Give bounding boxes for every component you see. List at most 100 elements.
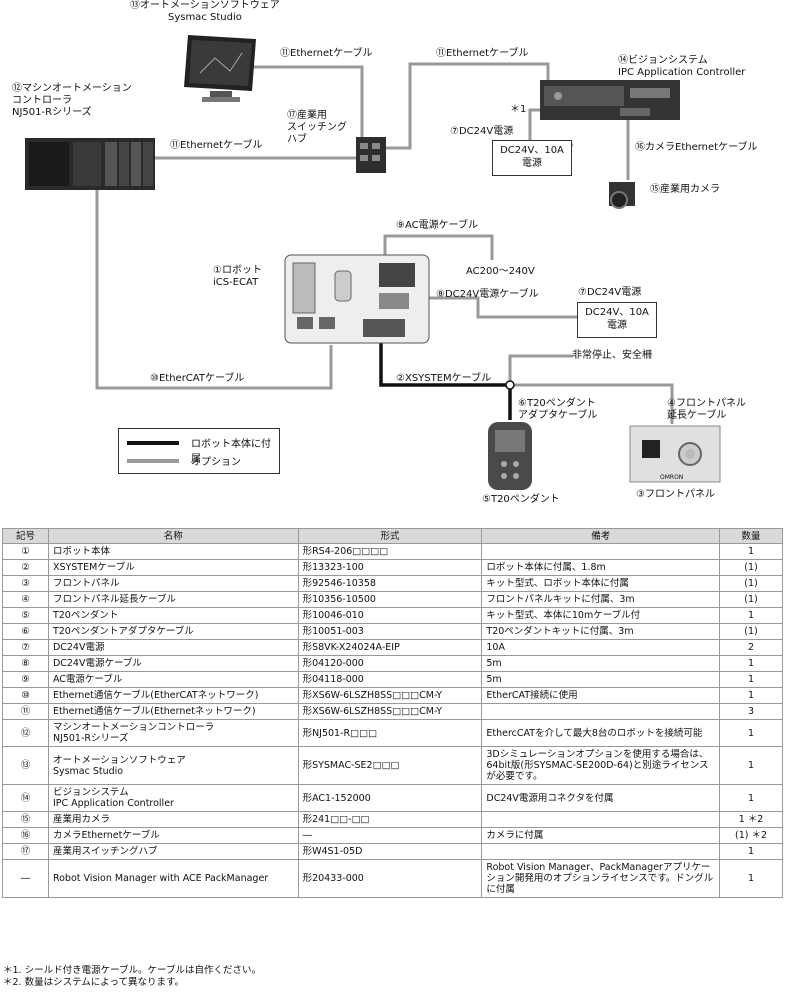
cell-model: 形NJ501-R□□□: [297, 719, 483, 747]
vision-label: ⑭ビジョンシステム IPC Application Controller: [618, 55, 746, 78]
dc24-power-box-1: DC24V、10A 電源: [492, 140, 572, 176]
cell-symbol: ②: [2, 559, 49, 576]
cell-model: ―: [297, 827, 483, 844]
cell-remarks: [481, 811, 721, 828]
t20-pendant: [482, 418, 538, 494]
front-panel-label: ③フロントパネル: [636, 489, 715, 500]
cell-symbol: ⑰: [2, 843, 49, 860]
sysmac-studio-monitor: [180, 33, 260, 105]
cell-name: ロボット本体: [47, 543, 299, 560]
cell-remarks: ロボット本体に付属、1.8m: [481, 559, 721, 576]
table-header-row: 記号 名称 形式 備考 数量: [2, 528, 783, 544]
t20-label: ⑤T20ペンダント: [482, 494, 560, 505]
cell-name: オートメーションソフトウェア Sysmac Studio: [47, 746, 299, 785]
cell-name: DC24V電源ケーブル: [47, 655, 299, 672]
table-row: ―Robot Vision Manager with ACE PackManag…: [2, 859, 783, 898]
cell-name: T20ペンダント: [47, 607, 299, 624]
cell-remarks: カメラに付属: [481, 827, 721, 844]
t20-adapter-label: ⑥T20ペンダント アダプタケーブル: [518, 398, 598, 421]
legend-option-label: オプション: [191, 457, 241, 468]
legend-included-swatch: [127, 441, 179, 445]
footnote-1: ＊1. シールド付き電源ケーブル。ケーブルは自作ください。: [3, 965, 261, 976]
cell-name: 産業用カメラ: [47, 811, 299, 828]
dc24-vision-label: ⑦DC24V電源: [450, 126, 514, 137]
nj501-controller: [25, 132, 160, 194]
studio-label: ⑬オートメーションソフトウェア Sysmac Studio: [130, 0, 280, 23]
cell-name: Ethernet通信ケーブル(Ethernetネットワーク): [47, 703, 299, 720]
cell-quantity: 1 ＊2: [719, 811, 783, 828]
cell-model: 形AC1-152000: [297, 784, 483, 812]
robot-controller: [283, 253, 431, 345]
cell-quantity: (1): [719, 623, 783, 640]
footnote-2: ＊2. 数量はシステムによって異なります。: [3, 977, 185, 988]
front-ext-label: ④フロントパネル 延長ケーブル: [667, 398, 746, 421]
cell-remarks: T20ペンダントキットに付属、3m: [481, 623, 721, 640]
cell-model: 形10356-10500: [297, 591, 483, 608]
legend-option-swatch: [127, 459, 179, 463]
cell-model: 形RS4-206□□□□: [297, 543, 483, 560]
cell-symbol: ⑯: [2, 827, 49, 844]
eth-cable-label-3: ⑪Ethernetケーブル: [170, 140, 263, 151]
cell-symbol: ⑮: [2, 811, 49, 828]
cell-name: 産業用スイッチングハブ: [47, 843, 299, 860]
cell-name: Ethernet通信ケーブル(EtherCATネットワーク): [47, 687, 299, 704]
cell-model: 形W4S1-05D: [297, 843, 483, 860]
dc24-power-box-2: DC24V、10A 電源: [577, 302, 657, 338]
cell-symbol: ⑧: [2, 655, 49, 672]
cell-model: 形SYSMAC-SE2□□□: [297, 746, 483, 785]
cell-quantity: 2: [719, 639, 783, 656]
cell-symbol: ③: [2, 575, 49, 592]
cell-remarks: フロントパネルキットに付属、3m: [481, 591, 721, 608]
header-remarks: 備考: [481, 528, 721, 544]
cell-symbol: ⑦: [2, 639, 49, 656]
cell-quantity: 1: [719, 746, 783, 785]
cell-quantity: 1: [719, 843, 783, 860]
cell-model: 形XS6W-6LSZH8SS□□□CM-Y: [297, 703, 483, 720]
cell-model: 形S8VK-X24024A-EIP: [297, 639, 483, 656]
cell-remarks: [481, 703, 721, 720]
cell-quantity: 1: [719, 784, 783, 812]
industrial-camera: [605, 178, 645, 214]
cell-name: XSYSTEMケーブル: [47, 559, 299, 576]
cell-name: DC24V電源: [47, 639, 299, 656]
dc24-robot-label: ⑦DC24V電源: [578, 287, 642, 298]
cell-remarks: EtherCAT接続に使用: [481, 687, 721, 704]
cell-remarks: キット型式、本体に10mケーブル付: [481, 607, 721, 624]
cell-symbol: ⑩: [2, 687, 49, 704]
cell-remarks: 5m: [481, 671, 721, 688]
eth-cable-label-2: ⑪Ethernetケーブル: [436, 48, 529, 59]
cell-symbol: ⑭: [2, 784, 49, 812]
cell-model: 形10051-003: [297, 623, 483, 640]
cell-quantity: 1: [719, 687, 783, 704]
cell-remarks: Robot Vision Manager、PackManagerアプリケーション…: [481, 859, 721, 898]
cell-quantity: 1: [719, 719, 783, 747]
cell-name: T20ペンダントアダプタケーブル: [47, 623, 299, 640]
cell-symbol: ⑬: [2, 746, 49, 785]
cell-remarks: 3Dシミュレーションオプションを使用する場合は、64bit版(形SYSMAC-S…: [481, 746, 721, 785]
front-panel-brand: OMRON: [660, 474, 684, 481]
cell-name: フロントパネル: [47, 575, 299, 592]
cell-remarks: 10A: [481, 639, 721, 656]
cell-symbol: ⑫: [2, 719, 49, 747]
cell-name: カメラEthernetケーブル: [47, 827, 299, 844]
eth-cable-label-1: ⑪Ethernetケーブル: [280, 48, 373, 59]
cell-quantity: 1: [719, 655, 783, 672]
cell-symbol: ⑨: [2, 671, 49, 688]
cell-symbol: ―: [2, 859, 49, 898]
dc24-cable-label: ⑧DC24V電源ケーブル: [436, 289, 539, 300]
